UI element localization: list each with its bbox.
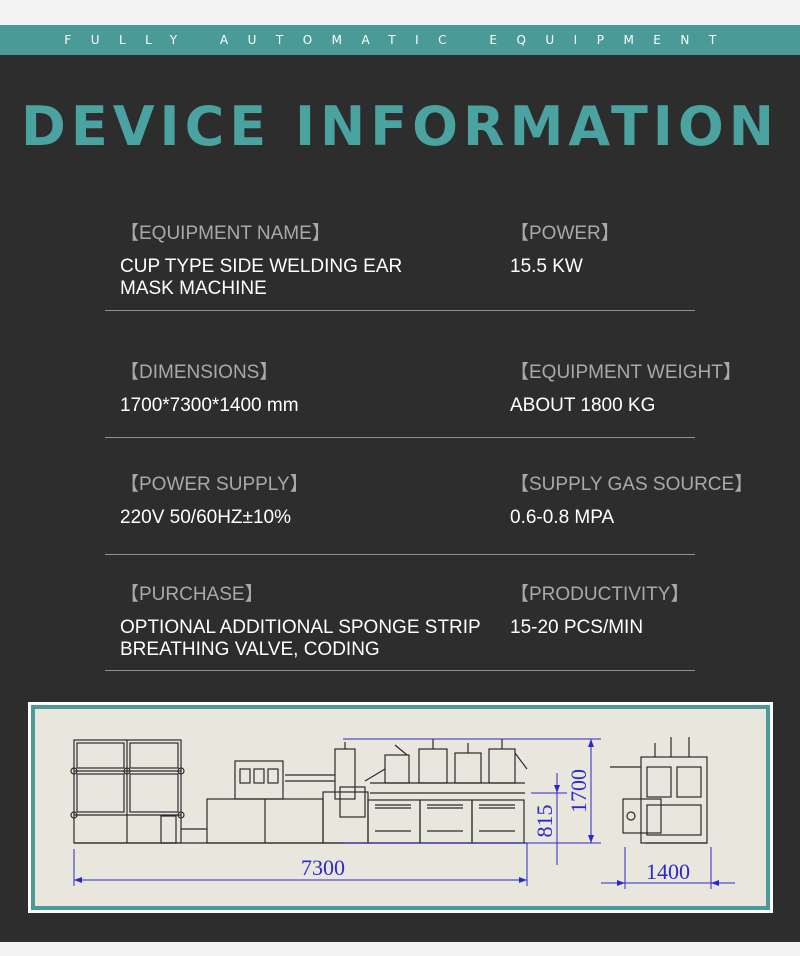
device-info-panel: DEVICE INFORMATION 【EQUIPMENT NAME】 CUP … bbox=[0, 55, 800, 942]
spec-value: 220V 50/60HZ±10% bbox=[120, 507, 291, 528]
spec-dimensions: 【DIMENSIONS】 1700*7300*1400 mm bbox=[120, 357, 299, 417]
spec-label: 【PRODUCTIVITY】 bbox=[510, 584, 690, 605]
info-row: 【EQUIPMENT NAME】 CUP TYPE SIDE WELDING E… bbox=[105, 218, 695, 311]
spec-value: 0.6-0.8 MPA bbox=[510, 507, 615, 528]
dimension-table-height-label: 815 bbox=[532, 805, 557, 838]
spec-power-supply: 【POWER SUPPLY】 220V 50/60HZ±10% bbox=[120, 469, 309, 529]
page-title: DEVICE INFORMATION bbox=[21, 95, 779, 158]
spec-purchase: 【PURCHASE】 OPTIONAL ADDITIONAL SPONGE ST… bbox=[120, 579, 481, 661]
info-row: 【POWER SUPPLY】 220V 50/60HZ±10% 【SUPPLY … bbox=[105, 469, 753, 555]
dimension-length-label: 7300 bbox=[301, 855, 345, 880]
info-row: 【DIMENSIONS】 1700*7300*1400 mm 【EQUIPMEN… bbox=[105, 357, 742, 438]
top-band bbox=[0, 0, 800, 25]
spec-equipment-weight: 【EQUIPMENT WEIGHT】 ABOUT 1800 KG bbox=[510, 357, 742, 417]
dimension-height-label: 1700 bbox=[566, 769, 591, 813]
spec-label: 【PURCHASE】 bbox=[120, 584, 264, 605]
spec-label: 【DIMENSIONS】 bbox=[120, 362, 279, 383]
spec-productivity: 【PRODUCTIVITY】 15-20 PCS/MIN bbox=[510, 579, 689, 639]
machine-drawing: 7300 1700 815 1400 bbox=[35, 709, 766, 906]
spec-value: ABOUT 1800 KG bbox=[510, 395, 656, 416]
machine-line-drawing: 7300 1700 815 1400 bbox=[70, 737, 735, 889]
spec-value: 1700*7300*1400 mm bbox=[120, 395, 299, 416]
spec-power: 【POWER】 15.5 KW bbox=[510, 218, 620, 278]
row-divider bbox=[105, 310, 695, 311]
spec-value: OPTIONAL ADDITIONAL SPONGE STRIP BREATHI… bbox=[120, 617, 481, 660]
spec-value: 15.5 KW bbox=[510, 256, 583, 277]
row-divider bbox=[105, 670, 695, 671]
spec-label: 【EQUIPMENT WEIGHT】 bbox=[510, 362, 742, 383]
info-row: 【PURCHASE】 OPTIONAL ADDITIONAL SPONGE ST… bbox=[105, 579, 695, 671]
spec-label: 【POWER】 bbox=[510, 223, 620, 244]
machine-drawing-frame: 7300 1700 815 1400 bbox=[28, 702, 773, 913]
spec-equipment-name: 【EQUIPMENT NAME】 CUP TYPE SIDE WELDING E… bbox=[120, 218, 402, 300]
spec-value: CUP TYPE SIDE WELDING EAR MASK MACHINE bbox=[120, 256, 403, 299]
spec-label: 【EQUIPMENT NAME】 bbox=[120, 223, 331, 244]
row-divider bbox=[105, 437, 695, 438]
row-divider bbox=[105, 554, 695, 555]
tagline-banner: FULLY AUTOMATIC EQUIPMENT bbox=[0, 25, 800, 55]
spec-label: 【SUPPLY GAS SOURCE】 bbox=[510, 474, 754, 495]
spec-value: 15-20 PCS/MIN bbox=[510, 617, 644, 638]
spec-supply-gas-source: 【SUPPLY GAS SOURCE】 0.6-0.8 MPA bbox=[510, 469, 753, 529]
spec-label: 【POWER SUPPLY】 bbox=[120, 474, 309, 495]
dimension-width-label: 1400 bbox=[646, 859, 690, 884]
